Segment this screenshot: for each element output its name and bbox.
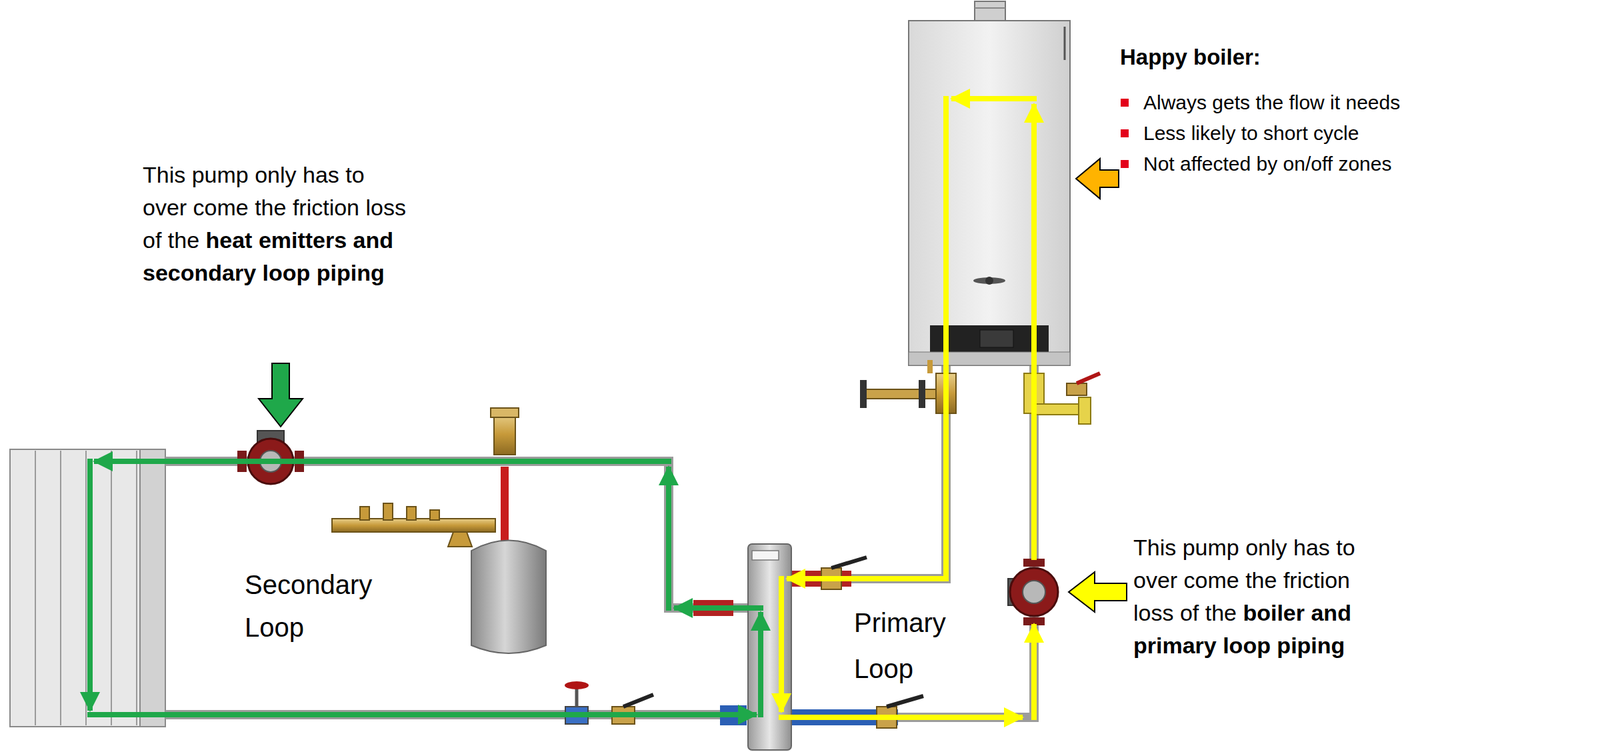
expansion-assembly: [332, 408, 546, 654]
bullet-marker: [1120, 160, 1129, 168]
primary-piping: [851, 365, 1034, 718]
callout-text: This pump only has to over come the fric…: [142, 158, 411, 290]
primary-flow-arrows: [781, 98, 1034, 718]
boiler: [908, 1, 1070, 366]
bullet-marker: [1120, 98, 1129, 107]
callout-text: This pump only has to over come the fric…: [1133, 531, 1374, 662]
secondary-pump: [237, 430, 304, 484]
bullet-marker: [1120, 129, 1129, 138]
loop-label: Secondary Loop: [244, 563, 405, 649]
heading-text: Happy boiler:: [1120, 44, 1261, 71]
loop-label: Primary Loop: [854, 600, 981, 692]
callout-arrow-yellow: [1068, 572, 1127, 612]
radiator: [10, 449, 166, 727]
bullet-text: Not affected by on/off zones: [1143, 152, 1392, 176]
secondary-piping: [165, 461, 748, 715]
boiler-valves: [860, 360, 1100, 424]
callout-arrow-orange: [1076, 158, 1119, 199]
primary-pump: [1008, 558, 1058, 626]
bullet-text: Less likely to short cycle: [1143, 121, 1359, 146]
return-valves: [564, 681, 654, 724]
callout-arrow-green: [258, 363, 303, 427]
secondary-flow-arrows: [90, 461, 761, 715]
bullet-text: Always gets the flow it needs: [1143, 90, 1400, 115]
